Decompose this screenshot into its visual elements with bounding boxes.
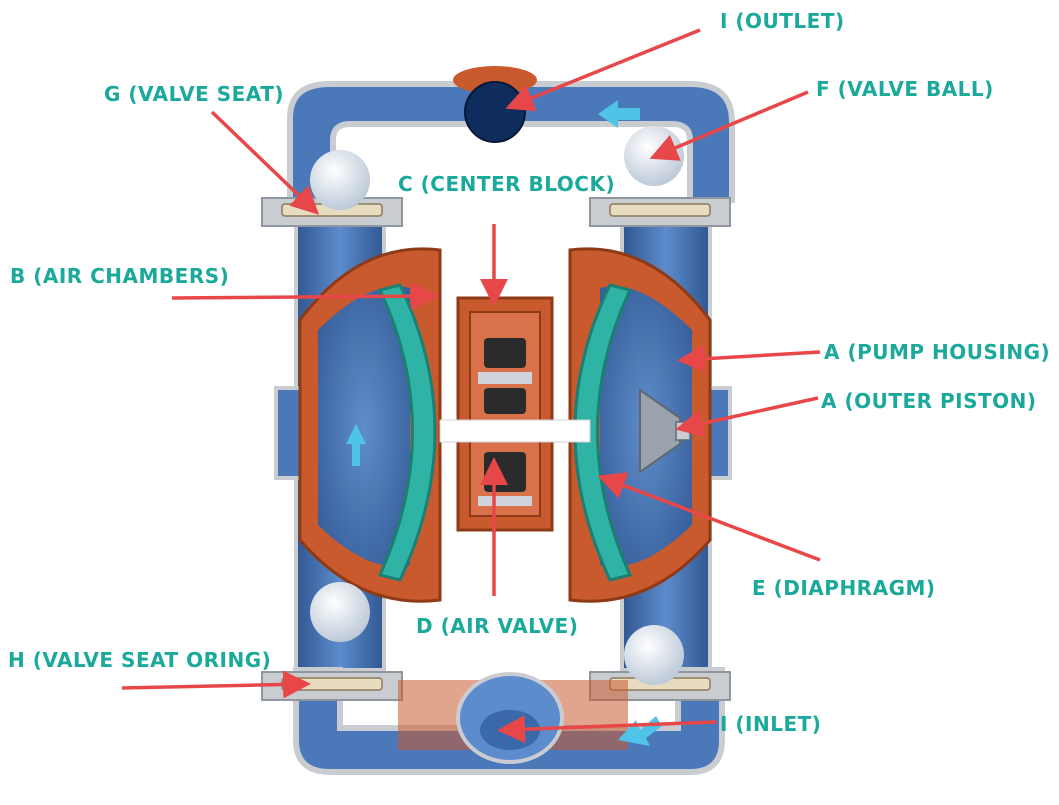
label-outer-piston: A (OUTER PISTON) — [821, 389, 1037, 413]
label-outlet: I (OUTLET) — [720, 9, 845, 33]
label-pump-housing: A (PUMP HOUSING) — [824, 340, 1051, 364]
arrow-outlet — [505, 28, 701, 112]
label-air-valve: D (AIR VALVE) — [416, 614, 579, 638]
arrow-outer-piston — [675, 396, 819, 438]
label-diaphragm: E (DIAPHRAGM) — [752, 576, 936, 600]
inlet-port — [398, 672, 628, 764]
label-valve-seat-oring: H (VALVE SEAT ORING) — [8, 648, 272, 672]
leader-arrows — [121, 28, 821, 744]
label-air-chambers: B (AIR CHAMBERS) — [10, 264, 230, 288]
arrow-air-chambers — [171, 282, 439, 311]
arrow-pump-housing — [677, 344, 821, 373]
label-valve-seat: G (VALVE SEAT) — [104, 82, 284, 106]
arrow-valve-seat-oring — [121, 670, 311, 699]
arrow-valve-seat — [210, 110, 320, 215]
arrow-inlet — [497, 715, 717, 744]
label-inlet: I (INLET) — [720, 712, 822, 736]
label-center-block: C (CENTER BLOCK) — [398, 172, 616, 196]
arrow-diaphragm — [597, 472, 821, 562]
label-valve-ball: F (VALVE BALL) — [816, 77, 994, 101]
diaphragms — [377, 283, 633, 582]
connecting-shaft — [439, 419, 591, 443]
outlet-port — [453, 66, 537, 143]
arrow-valve-ball — [649, 90, 809, 161]
